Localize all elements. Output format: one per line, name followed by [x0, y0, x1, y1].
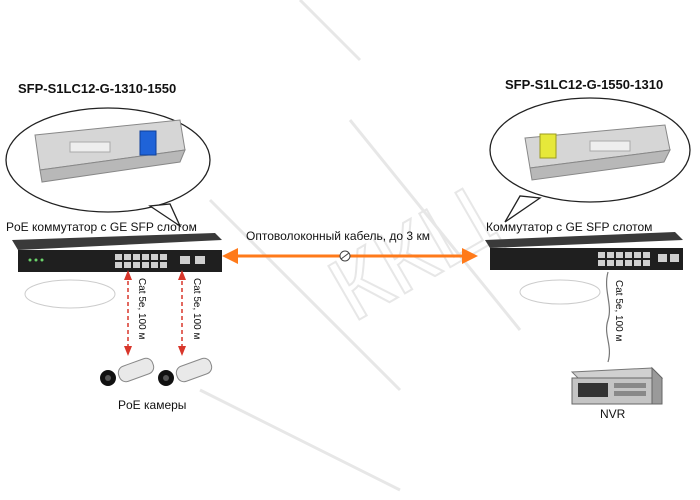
- right-module-bubble: [489, 97, 691, 223]
- camera-image-1: [100, 357, 155, 386]
- right-module-model: SFP-S1LC12-G-1550-1310: [505, 77, 664, 92]
- nvr-caption: NVR: [600, 407, 626, 421]
- camera-image-2: [158, 357, 213, 386]
- decorative-ellipse-left: [24, 279, 116, 309]
- sfp-module-image-left: [34, 119, 186, 183]
- copper-link-1-caption: Cat 5e, 100 м: [136, 278, 147, 340]
- left-module-bubble: [5, 107, 211, 228]
- copper-link-3-caption: Cat 5e, 100 м: [613, 280, 624, 342]
- right-switch-image: [485, 232, 683, 270]
- left-switch-caption: PoE коммутатор с GE SFP слотом: [6, 220, 197, 234]
- left-module-model: SFP-S1LC12-G-1310-1550: [18, 81, 177, 96]
- left-switch-image: [12, 233, 222, 272]
- copper-link-2-caption: Cat 5e, 100 м: [191, 278, 202, 340]
- nvr-image: [570, 366, 664, 405]
- fiber-link: [222, 248, 478, 264]
- cameras-caption: PoE камеры: [118, 398, 187, 412]
- decorative-ellipse-right: [519, 279, 601, 305]
- watermark-logo: ККЦ: [199, 0, 522, 492]
- copper-link-3: [605, 271, 611, 363]
- fiber-link-caption: Оптоволоконный кабель, до 3 км: [246, 229, 430, 243]
- copper-link-2: [178, 270, 186, 356]
- right-switch-caption: Коммутатор с GE SFP слотом: [486, 220, 653, 234]
- copper-link-1: [124, 270, 132, 356]
- sfp-module-image-right: [524, 124, 671, 181]
